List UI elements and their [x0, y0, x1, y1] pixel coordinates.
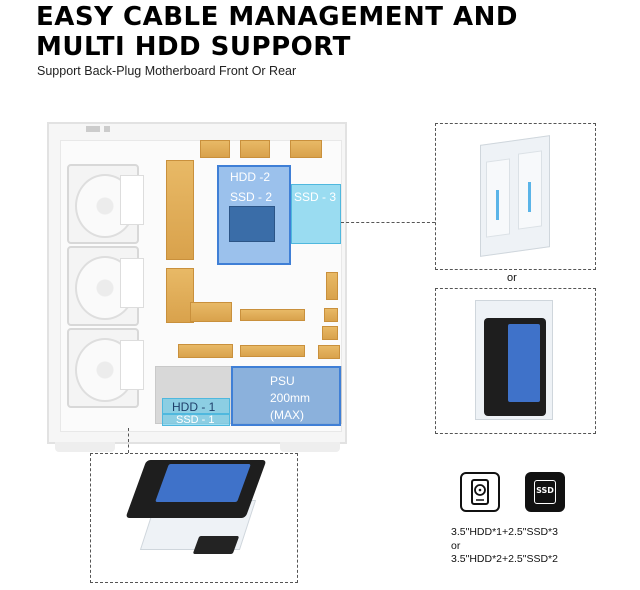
cable-cutout	[322, 326, 338, 340]
psu-max-label: (MAX)	[270, 408, 304, 422]
cable-cutout-vertical	[166, 268, 194, 323]
ssd-3-bay	[291, 184, 341, 244]
case-foot	[280, 442, 340, 452]
cable-cutout	[290, 140, 322, 158]
cable-cutout	[240, 309, 305, 321]
bottom-ssd	[192, 536, 240, 554]
cable-cutout	[318, 345, 340, 359]
headline-line-1: EASY CABLE MANAGEMENT AND	[36, 2, 519, 32]
psu-bay	[231, 366, 341, 426]
psu-size-label: 200mm	[270, 391, 311, 405]
hdd-1-bay	[162, 398, 230, 414]
config-option-2: 3.5"HDD*2+2.5"SSD*2	[451, 553, 558, 565]
cable-cutout-vertical	[166, 160, 194, 260]
hdd-1-label: HDD - 1	[172, 400, 216, 414]
headline-line-2: MULTI HDD SUPPORT	[36, 32, 351, 62]
ssd-icon-text: SSD	[536, 486, 554, 495]
case-foot	[55, 442, 115, 452]
hard-drive-icon	[460, 472, 500, 512]
cable-cutout	[178, 344, 233, 358]
connector-line	[128, 428, 129, 453]
ssd-icon: SSD	[525, 472, 565, 512]
fan-label-strip	[120, 258, 144, 308]
cable-cutout	[190, 302, 232, 322]
subtitle: Support Back-Plug Motherboard Front Or R…	[37, 64, 297, 78]
ssd-2-label: SSD - 2	[230, 190, 273, 204]
cable-cutout	[240, 345, 305, 357]
or-separator: or	[507, 272, 517, 284]
hdd-drive-label	[508, 324, 540, 402]
top-port	[86, 126, 100, 132]
cable-cutout	[324, 308, 338, 322]
fan-label-strip	[120, 340, 144, 390]
config-separator: or	[451, 540, 461, 552]
bracket-accent	[496, 190, 499, 220]
ssd-1-bay	[162, 414, 230, 426]
bracket-accent	[528, 182, 531, 212]
cable-cutout	[240, 140, 270, 158]
cable-cutout	[200, 140, 230, 158]
ssd-3-label: SSD - 3	[294, 190, 337, 204]
bottom-hdd-label	[155, 464, 251, 502]
hdd-2-label: HDD -2	[230, 170, 271, 184]
config-option-1: 3.5"HDD*1+2.5"SSD*3	[451, 526, 558, 538]
ssd-1-label: SSD - 1	[176, 414, 215, 426]
connector-line	[341, 222, 435, 223]
psu-label: PSU	[270, 374, 295, 388]
ssd-2-board	[229, 206, 275, 242]
fan-label-strip	[120, 175, 144, 225]
top-port	[104, 126, 110, 132]
cable-cutout	[326, 272, 338, 300]
